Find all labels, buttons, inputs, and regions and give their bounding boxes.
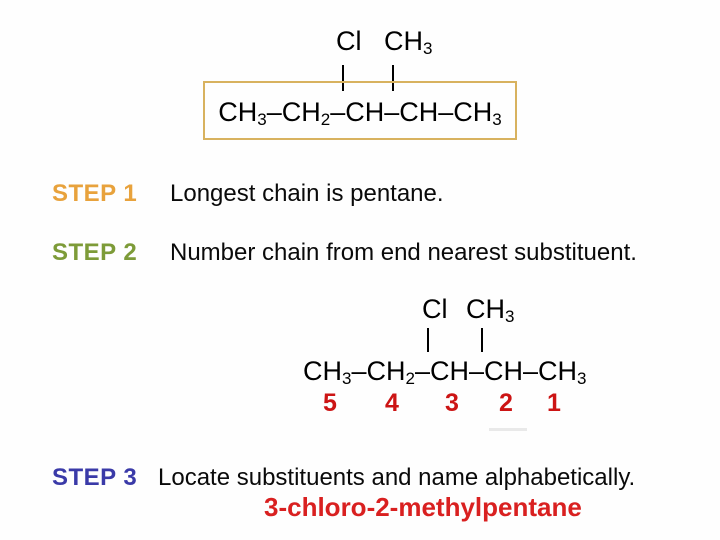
substituent-cl-label-numbered: Cl — [422, 294, 448, 324]
substituent-cl-label-top: Cl — [336, 26, 362, 56]
chain-formula-numbered: CH3–CH2–CH–CH–CH3 — [303, 356, 587, 388]
pentane-chain-box — [203, 81, 517, 140]
substituent-methyl-label-numbered: CH3 — [466, 294, 515, 326]
carbon-number-5: 5 — [323, 389, 337, 417]
step-1-label: STEP 1 — [52, 180, 138, 207]
step-2-text: Number chain from end nearest substituen… — [170, 239, 637, 266]
substituent-methyl-label-top: CH3 — [384, 26, 433, 58]
chain-formula-top: CH3–CH2–CH–CH–CH3 — [218, 97, 502, 129]
step-3-label: STEP 3 — [52, 464, 138, 491]
compound-name: 3-chloro-2-methylpentane — [264, 492, 582, 522]
faint-gray-mark — [489, 428, 527, 431]
cl-bond-line-numbered — [427, 328, 429, 352]
cl-bond-line-top — [342, 65, 344, 91]
step-3-text: Locate substituents and name alphabetica… — [158, 464, 636, 491]
step-2-label: STEP 2 — [52, 239, 138, 266]
carbon-number-3: 3 — [445, 389, 459, 417]
carbon-number-1: 1 — [547, 389, 561, 417]
methyl-bond-line-top — [392, 65, 394, 91]
methyl-bond-line-numbered — [481, 328, 483, 352]
step-1-text: Longest chain is pentane. — [170, 180, 444, 207]
carbon-number-4: 4 — [385, 389, 399, 417]
carbon-number-2: 2 — [499, 389, 513, 417]
